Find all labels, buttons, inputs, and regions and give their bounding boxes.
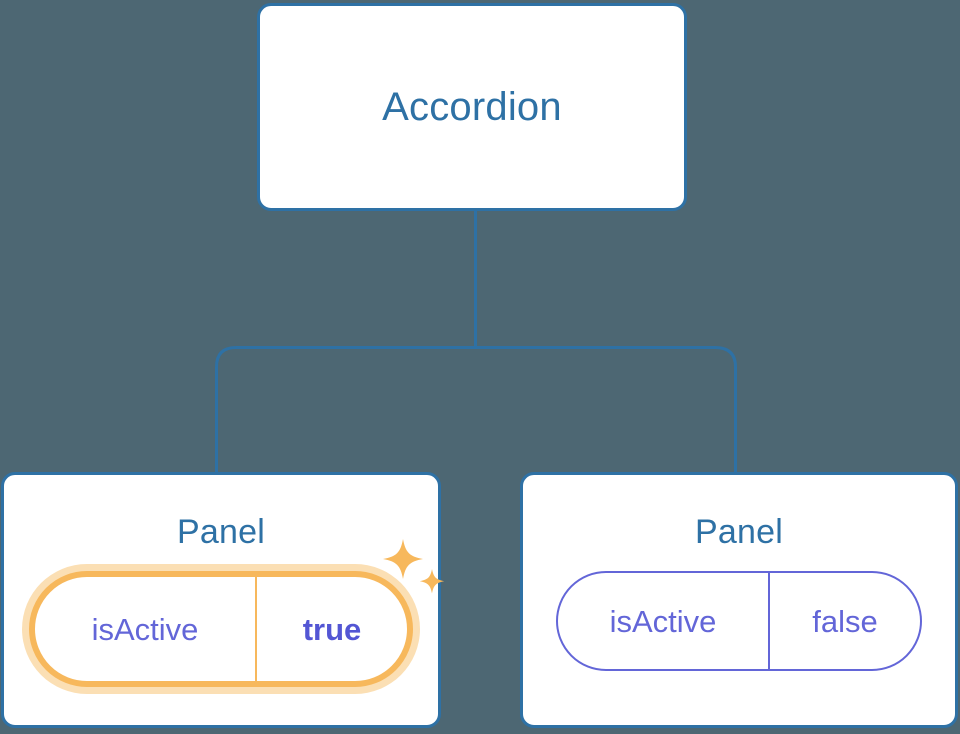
sparkle-large-icon <box>383 539 423 579</box>
prop-name: isActive <box>35 577 257 681</box>
node-panel-inactive[interactable]: Panel isActive false <box>520 472 958 728</box>
node-panel-inactive-title: Panel <box>695 513 783 551</box>
prop-name: isActive <box>558 573 770 669</box>
prop-value: false <box>812 603 878 639</box>
prop-pill-wrapper-active: isActive true <box>29 539 445 687</box>
node-accordion[interactable]: Accordion <box>257 3 687 211</box>
prop-pill-isactive-false[interactable]: isActive false <box>556 571 922 671</box>
prop-value: true <box>302 611 362 647</box>
node-panel-active-title: Panel <box>177 513 265 551</box>
prop-pill-wrapper-inactive: isActive false <box>556 571 922 671</box>
prop-pill-isactive-true[interactable]: isActive true <box>29 571 413 687</box>
sparkle-small-icon <box>419 569 445 594</box>
node-panel-active[interactable]: Panel isActive true <box>1 472 445 728</box>
node-accordion-title: Accordion <box>382 85 562 129</box>
connector-branch-bar <box>215 346 737 472</box>
